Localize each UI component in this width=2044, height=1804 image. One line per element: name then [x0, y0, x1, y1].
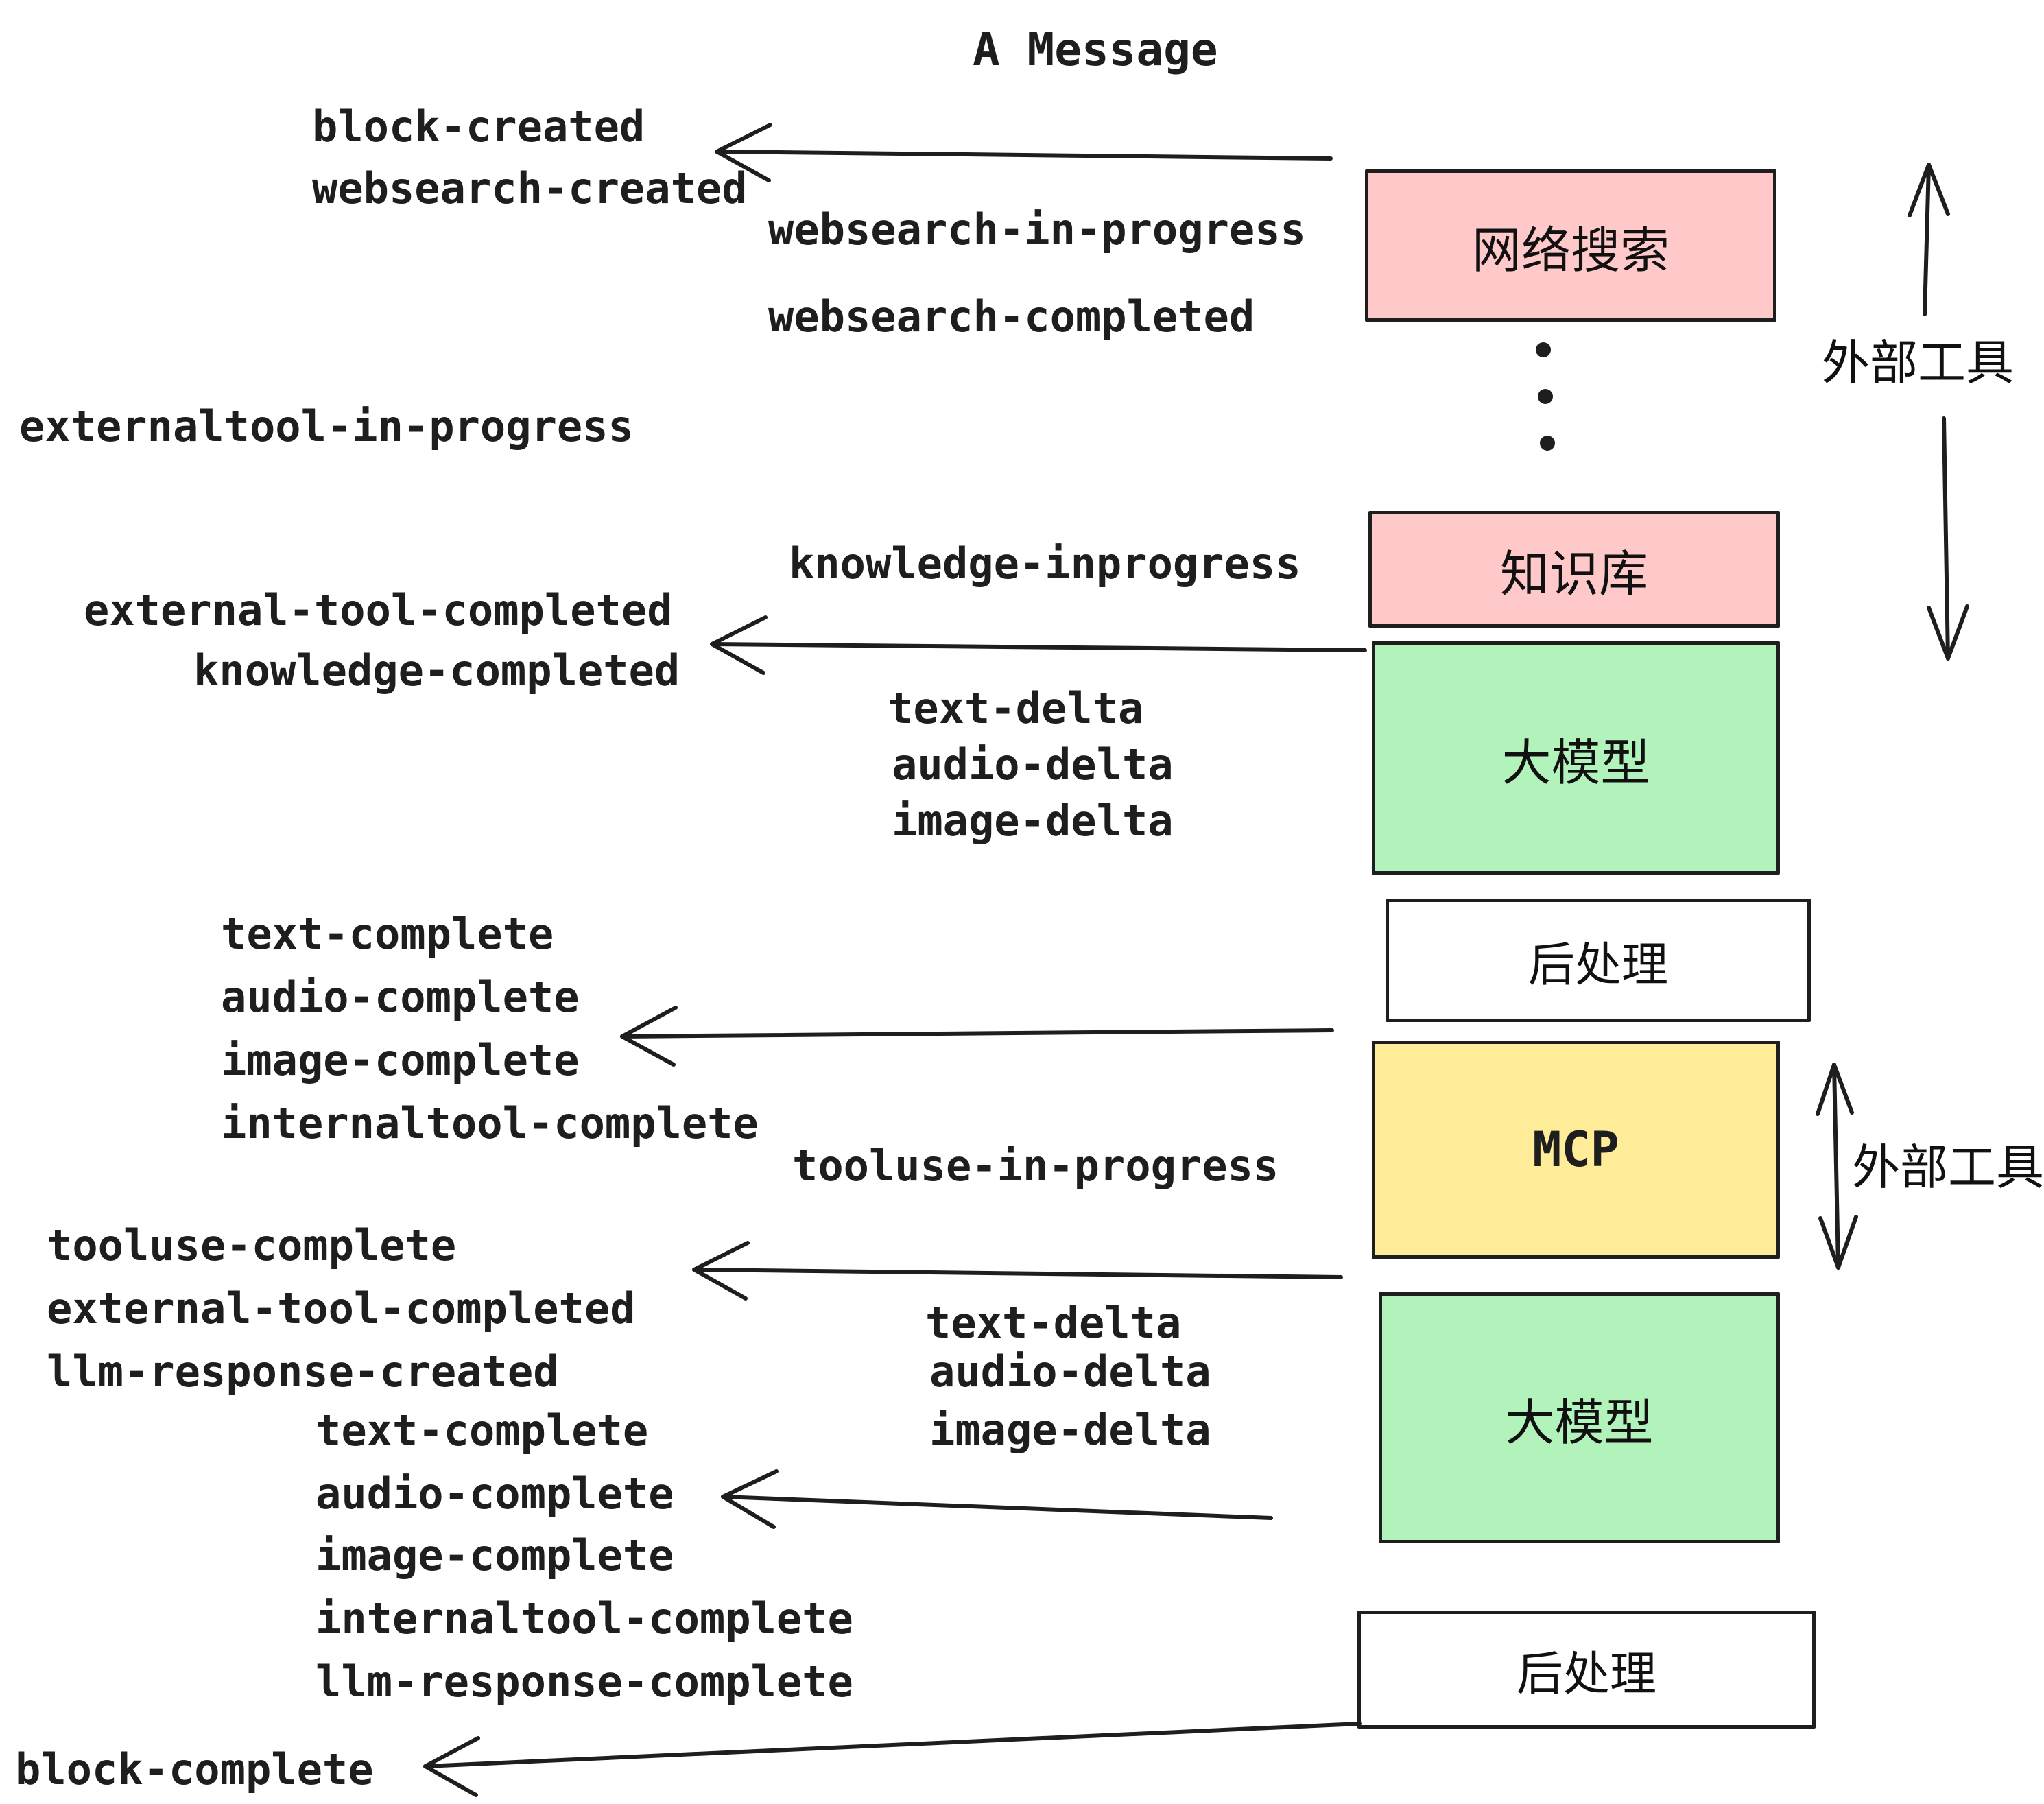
- event-llm-response-complete: llm-response-complete: [316, 1657, 853, 1707]
- arrow-tooluse-complete: [692, 1241, 1343, 1301]
- event-internaltool-complete-1: internaltool-complete: [221, 1098, 759, 1148]
- event-knowledge-inprogress: knowledge-inprogress: [789, 538, 1301, 589]
- box-llm-1: 大模型: [1372, 641, 1780, 875]
- event-external-tool-completed-2: external-tool-completed: [47, 1283, 636, 1333]
- event-image-complete-1: image-complete: [221, 1035, 580, 1085]
- arrow-external-tools-down: [1927, 416, 1969, 661]
- diagram-title: A Message: [973, 23, 1218, 76]
- event-image-delta-2: image-delta: [929, 1405, 1211, 1455]
- box-mcp-label: MCP: [1532, 1121, 1619, 1178]
- event-text-complete-2: text-complete: [316, 1405, 649, 1456]
- event-text-delta-1: text-delta: [888, 683, 1144, 733]
- event-block-created: block-created: [312, 102, 645, 152]
- arrow-block-created: [715, 123, 1333, 182]
- label-external-tools-bottom: 外部工具: [1852, 1141, 2044, 1194]
- box-postprocess-2: 后处理: [1357, 1611, 1816, 1729]
- event-externaltool-in-progress: externaltool-in-progress: [19, 401, 634, 451]
- box-knowledge-base-label: 知识库: [1499, 547, 1648, 602]
- event-audio-delta-2: audio-delta: [929, 1346, 1211, 1397]
- event-websearch-in-progress: websearch-in-progress: [768, 204, 1306, 254]
- event-text-delta-2: text-delta: [925, 1298, 1182, 1348]
- arrow-external-tools-up: [1908, 163, 1950, 316]
- event-text-complete-1: text-complete: [221, 909, 554, 959]
- arrow-knowledge-completed: [710, 615, 1367, 675]
- event-websearch-created: websearch-created: [312, 163, 748, 213]
- box-postprocess-1: 后处理: [1386, 899, 1811, 1022]
- event-audio-complete-1: audio-complete: [221, 972, 580, 1022]
- box-web-search: 网络搜索: [1365, 169, 1776, 322]
- event-block-complete: block-complete: [15, 1744, 374, 1794]
- event-internaltool-complete-2: internaltool-complete: [316, 1593, 853, 1643]
- box-llm-2: 大模型: [1379, 1292, 1780, 1543]
- event-image-complete-2: image-complete: [316, 1530, 674, 1580]
- arrow-image-complete: [620, 1006, 1334, 1067]
- label-external-tools-top: 外部工具: [1822, 336, 2014, 390]
- box-llm-1-label: 大模型: [1501, 735, 1650, 791]
- event-llm-response-created: llm-response-created: [47, 1346, 559, 1397]
- event-audio-complete-2: audio-complete: [316, 1469, 674, 1519]
- box-knowledge-base: 知识库: [1368, 511, 1780, 628]
- arrow-block-complete: [423, 1722, 1362, 1797]
- event-tooluse-complete: tooluse-complete: [47, 1220, 457, 1270]
- arrow-external-tools-double: [1816, 1063, 1858, 1270]
- event-external-tool-completed-1: external-tool-completed: [84, 585, 673, 635]
- event-websearch-completed: websearch-completed: [768, 292, 1255, 342]
- ellipsis-dots: [1536, 342, 1555, 451]
- box-web-search-label: 网络搜索: [1471, 223, 1669, 278]
- box-llm-2-label: 大模型: [1505, 1395, 1654, 1451]
- box-postprocess-2-label: 后处理: [1516, 1648, 1656, 1700]
- box-postprocess-1-label: 后处理: [1528, 938, 1668, 991]
- event-image-delta-1: image-delta: [892, 796, 1174, 846]
- event-audio-delta-1: audio-delta: [892, 739, 1174, 790]
- event-tooluse-in-progress: tooluse-in-progress: [792, 1141, 1279, 1191]
- arrow-audio-complete: [721, 1469, 1273, 1529]
- event-knowledge-completed: knowledge-completed: [193, 645, 680, 696]
- box-mcp: MCP: [1372, 1041, 1780, 1259]
